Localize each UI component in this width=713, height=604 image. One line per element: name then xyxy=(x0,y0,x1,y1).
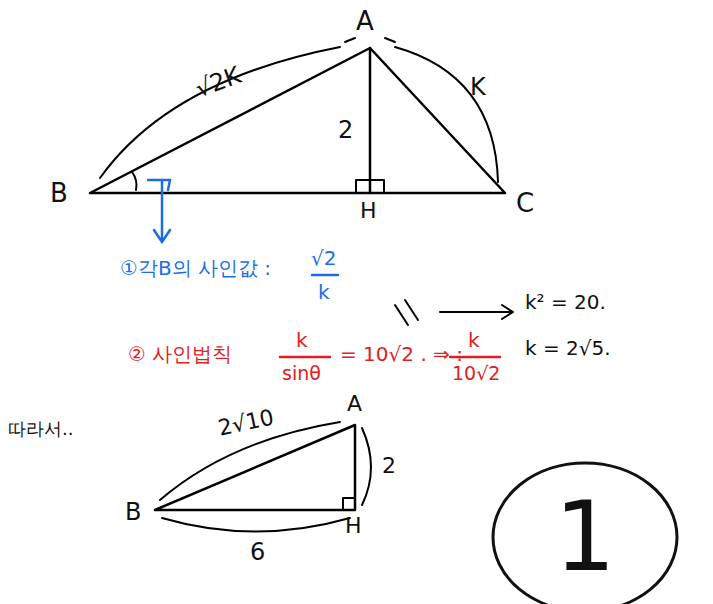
note: 따라서.. xyxy=(8,420,73,438)
tick xyxy=(345,38,395,42)
result: k = 2√5. xyxy=(525,338,611,358)
fraction-bar xyxy=(312,274,338,277)
arrow xyxy=(440,305,513,319)
answer-circle: 1 xyxy=(490,460,680,604)
vertex-label: A xyxy=(356,8,374,34)
fraction-top: k xyxy=(468,330,480,350)
side-length: √2K xyxy=(192,63,244,101)
step-note: ①각B의 사인값 : xyxy=(120,258,271,278)
side-arc xyxy=(395,47,498,182)
fraction-bottom: 10√2 xyxy=(452,364,500,383)
vertex-label: B xyxy=(50,180,68,206)
circle-outline xyxy=(493,463,677,604)
fraction-bar xyxy=(280,356,330,359)
vertex-label: A xyxy=(347,393,362,415)
fraction-top: k xyxy=(296,330,308,350)
triangle xyxy=(155,425,355,510)
vertex-label: C xyxy=(516,190,534,216)
side-arc xyxy=(362,428,371,505)
side-length: 2√10 xyxy=(216,406,275,439)
side-length: K xyxy=(470,75,486,99)
fraction-top: √2 xyxy=(311,248,336,268)
right-angle-mark xyxy=(343,498,355,510)
side-arc xyxy=(100,47,340,178)
fraction-bottom: k xyxy=(318,282,330,302)
vertex-label: H xyxy=(345,515,362,537)
fraction-bottom: sinθ xyxy=(282,364,321,383)
answer-number: 1 xyxy=(554,489,615,585)
side-arc xyxy=(160,422,340,500)
angle-arc xyxy=(132,172,137,190)
triangle xyxy=(90,48,505,193)
right-angle-mark xyxy=(356,180,384,193)
side-arc xyxy=(162,518,350,532)
vertex-label: H xyxy=(360,200,377,222)
height-length: 2 xyxy=(338,118,353,142)
vertex-label: B xyxy=(125,500,141,524)
side-length: 2 xyxy=(382,455,396,477)
altitude xyxy=(369,48,372,193)
step-note: ② 사인법칙 xyxy=(128,344,232,364)
result: k² = 20. xyxy=(525,292,606,312)
side-length: 6 xyxy=(250,540,265,564)
equation: = 10√2 . ⇒ : xyxy=(340,344,463,364)
pointer-arrow xyxy=(148,180,170,242)
equals-sign xyxy=(395,300,418,325)
